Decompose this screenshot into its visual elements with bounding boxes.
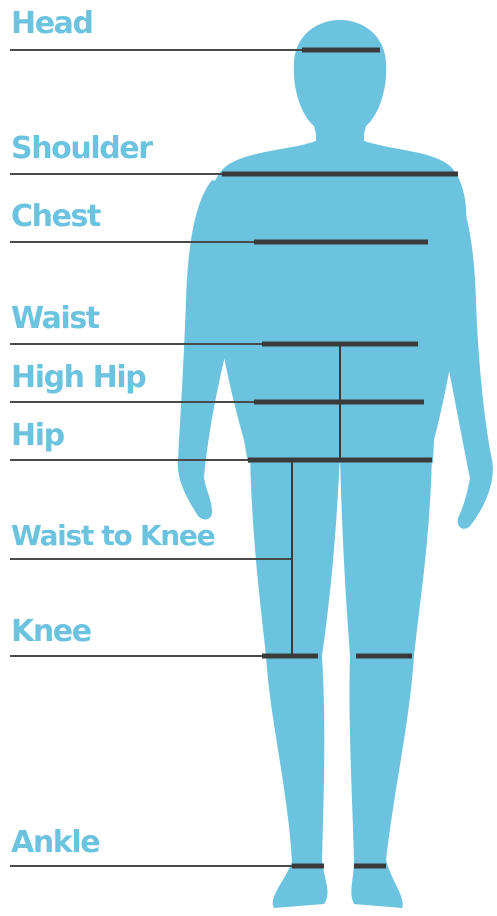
measurement-lines — [222, 50, 458, 866]
label-hip: Hip — [11, 418, 64, 454]
right-leg-shape — [340, 455, 432, 908]
label-knee: Knee — [11, 614, 91, 650]
label-high-hip: High Hip — [11, 360, 145, 396]
left-leg-shape — [250, 455, 340, 908]
label-ankle: Ankle — [11, 825, 99, 861]
torso-shape — [208, 140, 467, 463]
label-head: Head — [11, 6, 93, 42]
label-chest: Chest — [11, 199, 100, 235]
human-body-silhouette — [178, 20, 493, 908]
label-waist-to-knee: Waist to Knee — [11, 518, 214, 554]
label-shoulder: Shoulder — [11, 131, 152, 167]
label-waist: Waist — [11, 301, 99, 337]
